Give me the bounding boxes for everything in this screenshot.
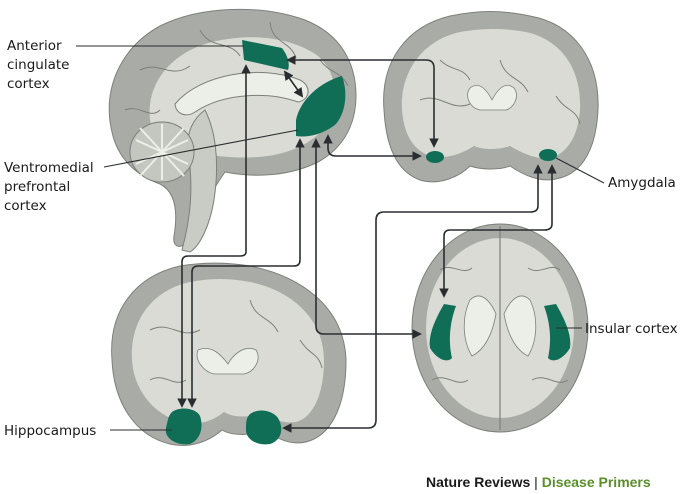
footer-series: Disease Primers: [542, 474, 651, 490]
arrow-acc-amygdala: [286, 55, 439, 148]
acc-label-line1: Anterior: [7, 38, 62, 54]
hippocampus-label: Hippocampus: [4, 423, 96, 439]
insula-right-region: [544, 304, 571, 361]
vmpfc-label-line2: prefrontal: [4, 179, 70, 195]
arrow-amygdala-insula: [439, 164, 557, 298]
leader-amygdala: [555, 157, 605, 184]
vmpfc-label-line3: cortex: [4, 198, 47, 214]
connection-arrows: [177, 55, 557, 433]
amygdala-label: Amygdala: [608, 175, 676, 191]
coronal-slice-hippocampus: [111, 262, 347, 446]
footer-credit: Nature Reviews | Disease Primers: [426, 474, 651, 490]
leader-vmpfc: [103, 129, 299, 168]
insular-label: Insular cortex: [585, 321, 678, 337]
hippocampus-right-region: [246, 410, 282, 445]
coronal-slice-amygdala: [383, 11, 599, 183]
acc-label-line2: cingulate: [7, 57, 69, 73]
vmpfc-label-line1: Ventromedial: [4, 160, 94, 176]
footer-separator: |: [530, 474, 541, 490]
label-leaders: [76, 45, 605, 431]
acc-label-line3: cortex: [7, 76, 50, 92]
amygdala-left-region: [426, 151, 444, 163]
hippocampus-left-region: [165, 408, 202, 445]
amygdala-right-region: [539, 149, 557, 161]
acc-region: [242, 40, 289, 70]
footer-brand: Nature Reviews: [426, 474, 530, 490]
